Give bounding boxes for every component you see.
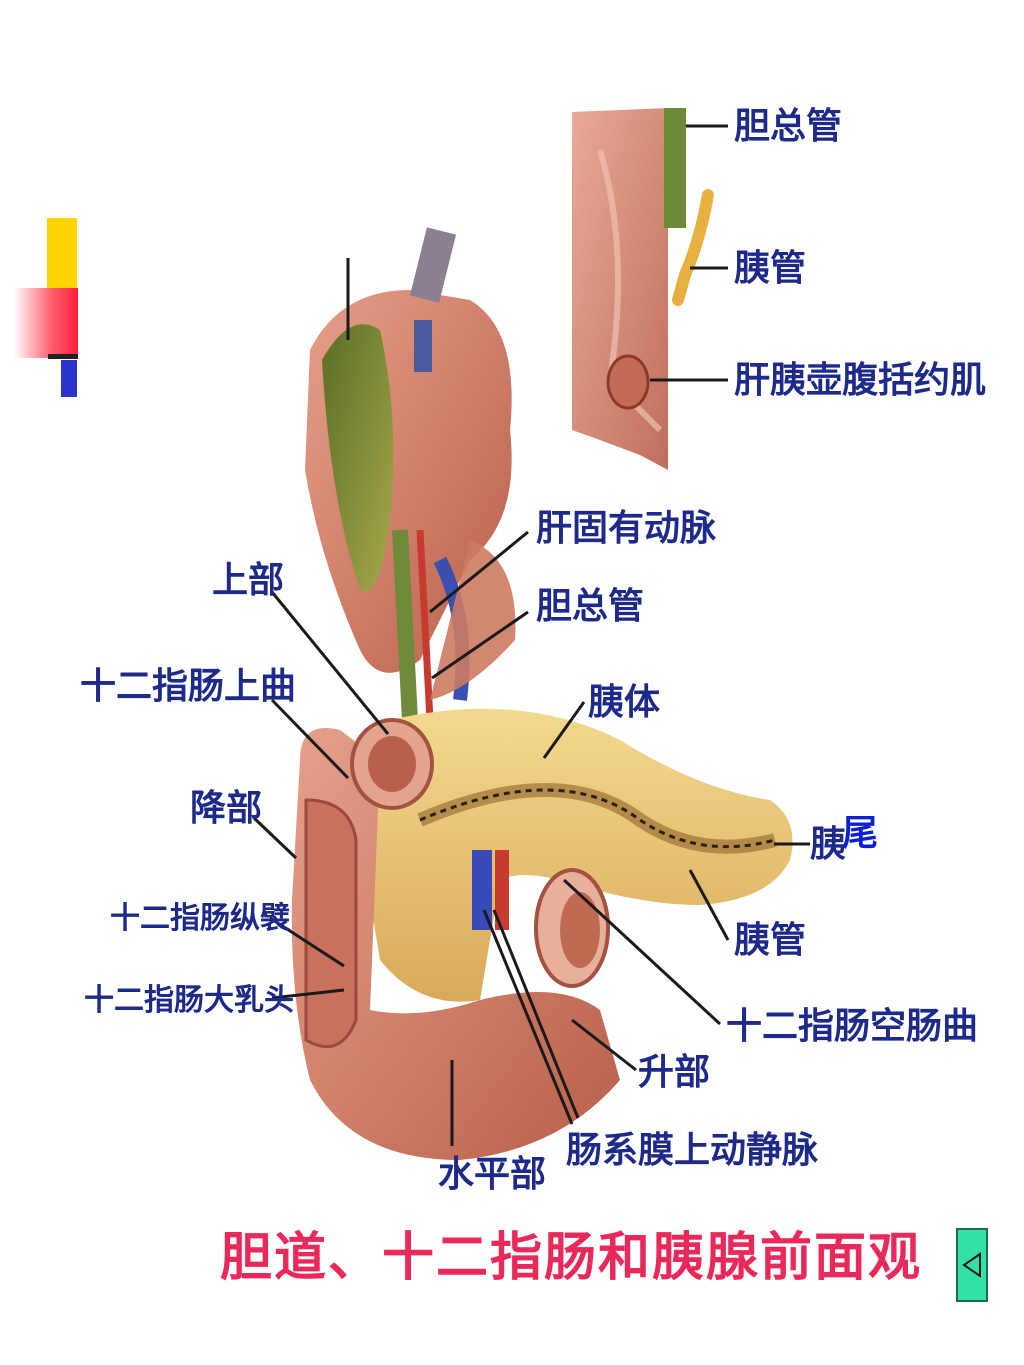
label-descending-part: 降部 — [190, 787, 263, 829]
upper-organs — [305, 227, 516, 721]
label-superior-part: 上部 — [212, 559, 285, 601]
duodenum — [291, 718, 620, 1160]
label-ascending-part: 升部 — [638, 1051, 711, 1093]
inset-ampulla — [572, 108, 714, 470]
label-pancreas-body: 胰体 — [588, 681, 661, 723]
leader-lines — [252, 124, 810, 1146]
label-pancreas-tail-1: 胰 — [810, 823, 847, 865]
figure-caption: 胆道、十二指肠和胰腺前面观 — [220, 1227, 923, 1288]
label-duodenojejunal-flexure: 十二指肠空肠曲 — [726, 1005, 979, 1047]
label-longitudinal-fold: 十二指肠纵襞 — [110, 901, 290, 936]
slide-deco-red-gradient — [14, 288, 78, 358]
label-inset-common-bile-duct: 胆总管 — [734, 105, 843, 147]
back-arrow-icon — [962, 1252, 981, 1278]
label-sphincter-of-oddi: 肝胰壶腹括约肌 — [734, 359, 987, 401]
label-superior-mesenteric-vessels: 肠系膜上动静脉 — [566, 1129, 819, 1171]
slide-deco-dark-line — [48, 354, 78, 359]
label-pancreatic-duct: 胰管 — [734, 919, 807, 961]
label-superior-duodenal-flexure: 十二指肠上曲 — [80, 665, 297, 707]
slide-deco-yellow-bar — [47, 218, 77, 290]
back-button[interactable] — [956, 1228, 988, 1302]
slide-deco-blue-block — [61, 360, 77, 397]
label-major-duodenal-papilla: 十二指肠大乳头 — [84, 983, 294, 1018]
label-common-bile-duct: 胆总管 — [536, 585, 645, 627]
label-horizontal-part: 水平部 — [438, 1153, 547, 1195]
label-inset-pancreatic-duct: 胰管 — [734, 247, 807, 289]
label-pancreas-tail-2: 尾 — [842, 813, 879, 854]
label-proper-hepatic-artery: 肝固有动脉 — [536, 507, 717, 549]
pancreas — [360, 708, 793, 1002]
